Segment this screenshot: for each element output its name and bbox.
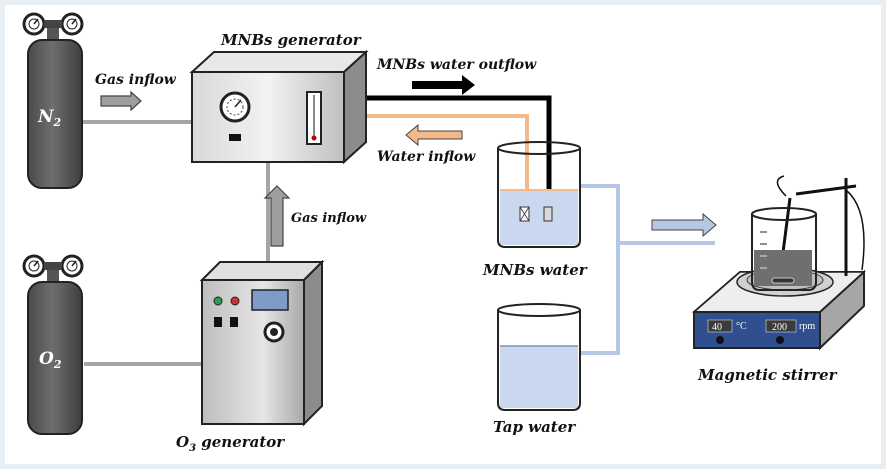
mnbs-generator-label: MNBs generator [220,31,362,49]
mnbs-water-label: MNBs water [482,261,588,279]
o2-cylinder: O2 [22,254,84,435]
pressure-gauge-icon [60,12,84,36]
arrow-right-icon [100,90,142,112]
n2-label: N2 [37,107,62,129]
speed-unit: rpm [799,321,815,332]
flowmeter-icon [306,91,322,145]
pressure-gauge-icon [22,254,46,278]
speed-knob [776,336,784,344]
mnbs-water-beaker [497,141,581,248]
mnbs-outflow-label: MNBs water outflow [376,57,537,73]
mnbs-generator [189,49,369,165]
o3-generator [199,259,325,427]
arrow-right-icon [651,212,717,238]
arrow-right-icon [412,75,475,95]
o3-generator-label: O3 generator [176,433,285,454]
arrow-left-icon [405,123,463,147]
magnetic-stirrer: 40 °C 200 rpm [691,175,866,351]
o2-label: O2 [39,349,62,371]
water-pipes [580,184,715,355]
gas-pipes [82,120,270,366]
water-inflow-pipe [366,114,529,200]
gas-inflow-label-vertical: Gas inflow [291,211,367,226]
arrow-up-icon [263,185,291,247]
temperature-unit: °C [736,321,747,332]
magnetic-stirrer-label: Magnetic stirrer [697,366,838,384]
n2-cylinder: N2 [22,12,84,189]
mnbs-outflow-pipe [366,95,552,200]
temperature-knob [716,336,724,344]
pressure-gauge-icon [60,254,84,278]
pressure-gauge-icon [22,12,46,36]
speed-display: 200 [772,322,787,333]
tap-water-label: Tap water [493,418,576,436]
temperature-display: 40 [712,322,722,333]
gas-inflow-label-top: Gas inflow [95,72,177,88]
pressure-gauge-icon [219,91,251,123]
water-inflow-label: Water inflow [377,149,476,165]
tap-water-beaker [497,303,581,411]
